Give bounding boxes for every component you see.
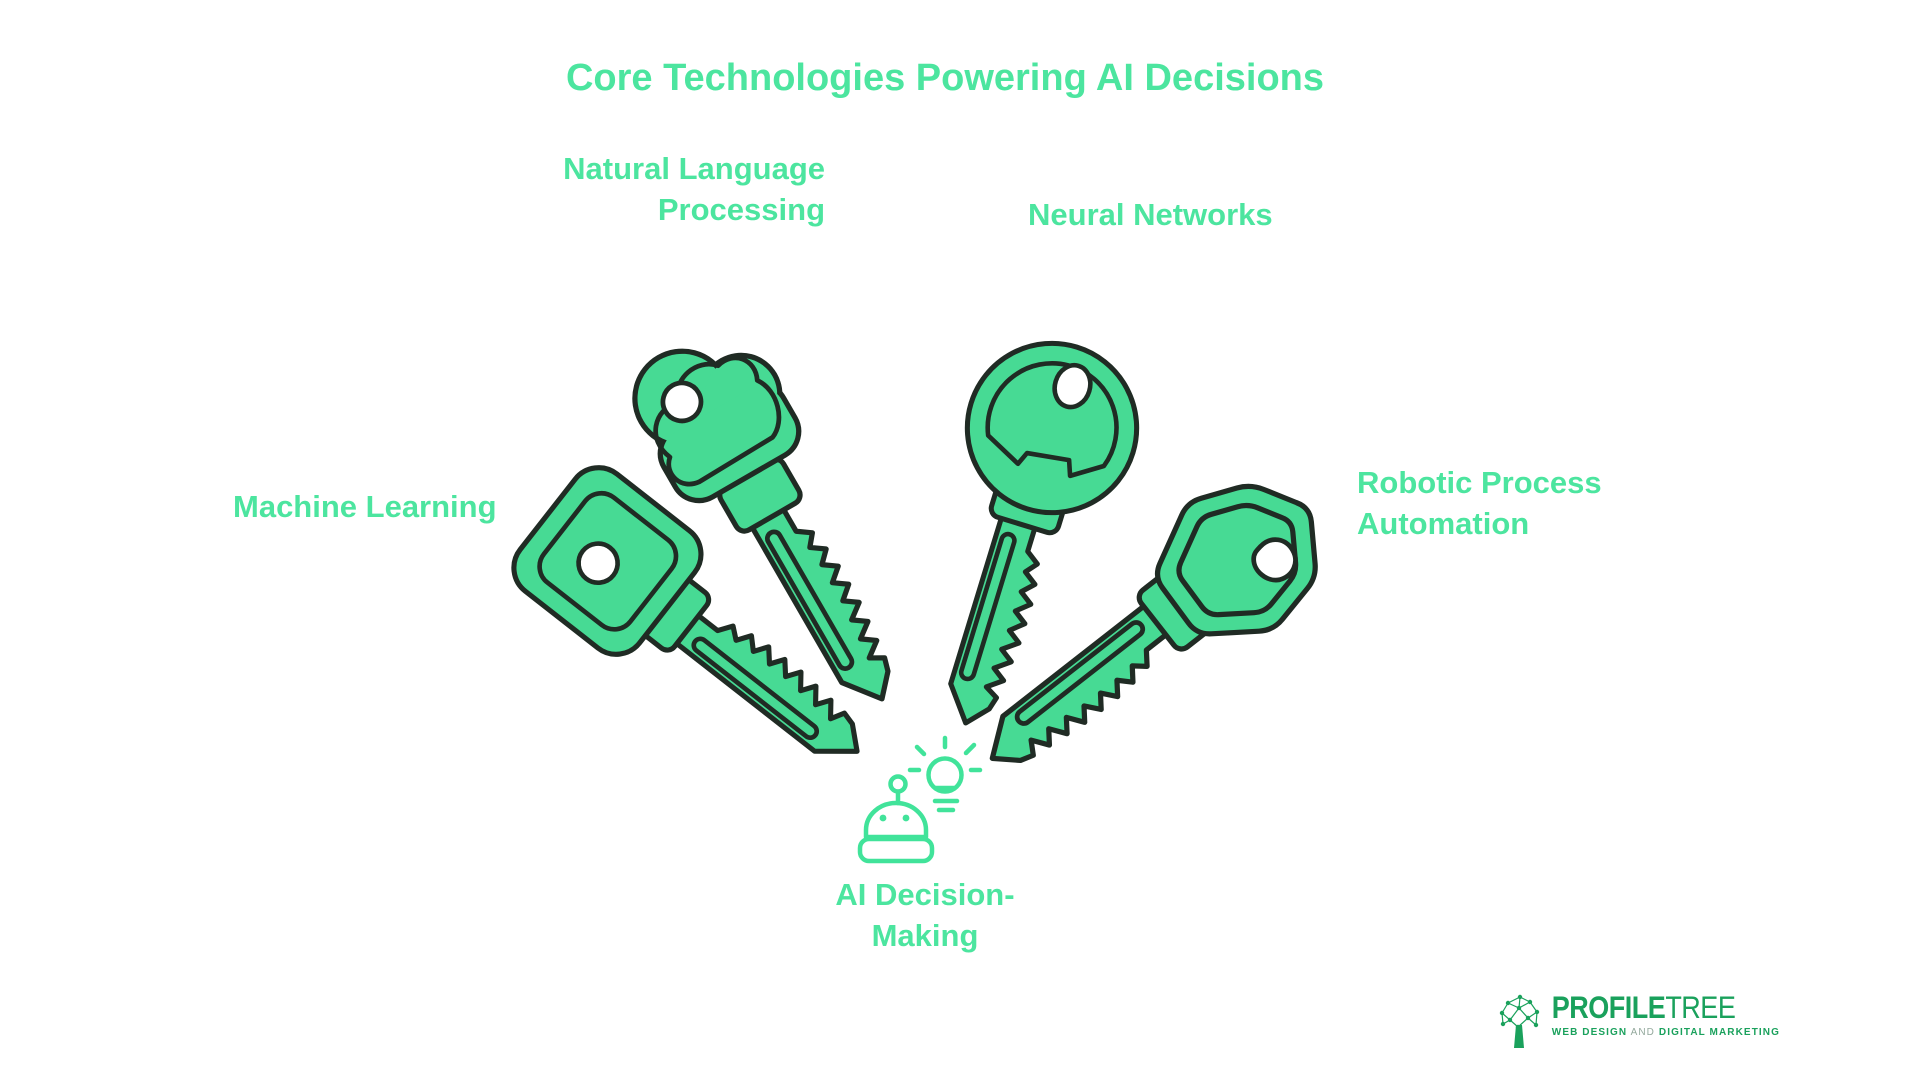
key-icon-round — [881, 340, 1140, 746]
tree-network-icon — [1499, 994, 1539, 1048]
label-line: Neural Networks — [1028, 197, 1273, 232]
logo-tagline-part2: DIGITAL MARKETING — [1658, 1027, 1780, 1038]
logo-brand-bold: PROFILE — [1551, 989, 1666, 1026]
logo-tagline-and: AND — [1630, 1027, 1655, 1038]
label-ai-decision-making: AI Decision- Making — [835, 874, 1014, 956]
key-icon-square — [511, 465, 901, 813]
label-line: Processing — [657, 192, 825, 227]
key-icon-cloud — [632, 348, 940, 734]
label-line: Robotic Process — [1357, 465, 1602, 500]
label-neural-networks: Neural Networks — [1028, 194, 1273, 235]
logo-brand-light: TREE — [1665, 989, 1736, 1026]
label-line: AI Decision- — [835, 877, 1015, 912]
label-line: Automation — [1357, 506, 1530, 541]
robot-lightbulb-icon — [857, 735, 983, 864]
label-natural-language-processing: Natural Language Processing — [563, 148, 825, 230]
label-machine-learning: Machine Learning — [233, 486, 497, 527]
logo-tagline-part1: WEB DESIGN — [1551, 1027, 1628, 1038]
page-title: Core Technologies Powering AI Decisions — [565, 57, 1325, 99]
label-line: Machine Learning — [233, 489, 497, 524]
label-robotic-process-automation: Robotic Process Automation — [1357, 462, 1602, 544]
logo-brand: PROFILETREE — [1551, 989, 1780, 1026]
label-line: Natural Language — [563, 151, 825, 186]
logo-text: PROFILETREE WEB DESIGN AND DIGITAL MARKE… — [1551, 989, 1780, 1038]
label-line: Making — [871, 918, 979, 953]
key-icon-hexagon — [944, 483, 1318, 814]
profiletree-logo: PROFILETREE WEB DESIGN AND DIGITAL MARKE… — [1497, 989, 1780, 1048]
logo-tagline: WEB DESIGN AND DIGITAL MARKETING — [1552, 1027, 1780, 1038]
